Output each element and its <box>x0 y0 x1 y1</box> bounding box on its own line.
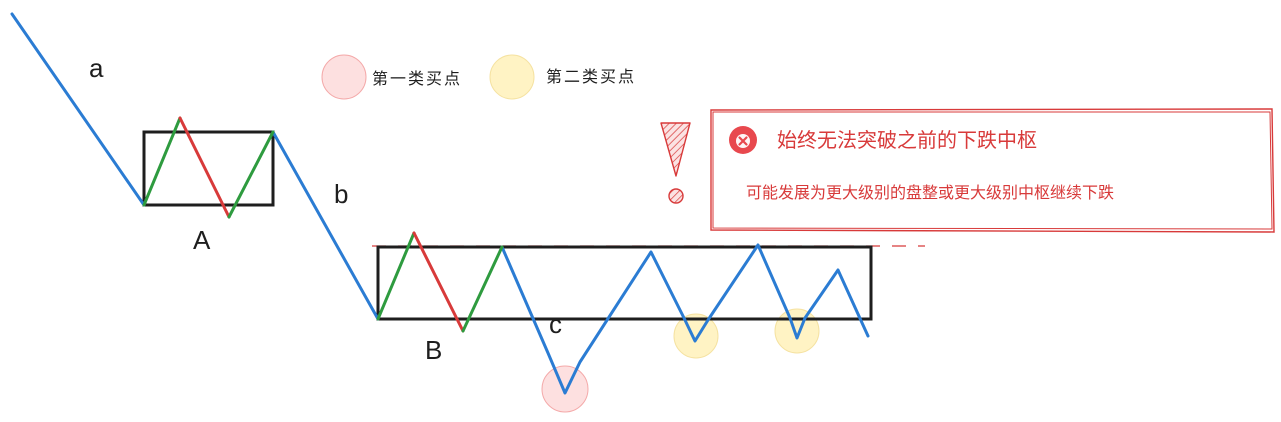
segment-label-b: b <box>334 179 348 209</box>
exclamation-icon <box>660 122 691 204</box>
first-buy-point-marker <box>541 365 589 413</box>
pivot-box-a <box>142 130 275 207</box>
segment-label-a: a <box>89 53 104 83</box>
legend-first-buy-label: 第一类买点 <box>372 69 462 88</box>
pivot-a-down-stroke <box>178 116 231 219</box>
x-circle-icon <box>729 126 757 154</box>
legend-second-buy-label: 第二类买点 <box>546 67 636 86</box>
pivot-a-up-stroke <box>142 116 182 207</box>
trend-line-c <box>500 243 870 395</box>
pivot-b-down-stroke <box>412 231 465 333</box>
callout-title: 始终无法突破之前的下跌中枢 <box>777 128 1037 152</box>
pivot-b-up-stroke <box>376 231 416 321</box>
callout-box <box>710 108 1275 233</box>
callout-subtitle: 可能发展为更大级别的盘整或更大级别中枢继续下跌 <box>746 183 1114 202</box>
pivot-label-a: A <box>193 225 211 255</box>
pivot-label-b: B <box>425 335 442 365</box>
legend-first-buy-swatch <box>321 54 367 100</box>
pivot-box-b <box>376 245 873 321</box>
pivot-b-up-stroke <box>461 245 504 333</box>
trend-line-a <box>10 12 146 207</box>
second-buy-point-marker <box>774 308 820 354</box>
segment-label-c: c <box>549 309 562 339</box>
pivot-a-up-stroke <box>227 130 275 219</box>
second-buy-point-marker <box>673 313 719 359</box>
trend-line-b <box>271 130 380 321</box>
legend-second-buy-swatch <box>489 54 535 100</box>
